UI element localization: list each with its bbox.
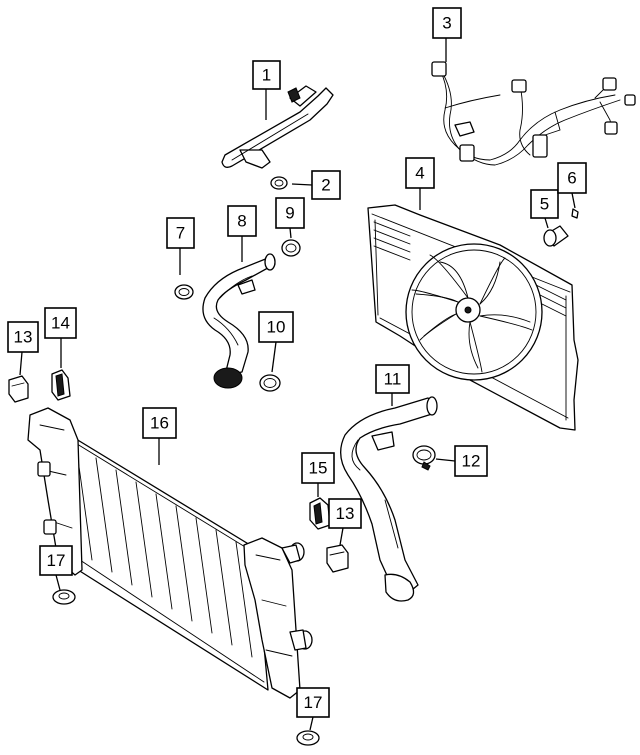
callout-label: 9 — [285, 204, 294, 223]
callout-9: 9 — [275, 197, 305, 229]
callout-label: 3 — [442, 14, 451, 33]
callout-5: 5 — [530, 189, 559, 219]
callout-17-left: 17 — [39, 545, 73, 576]
part-13-bracket-right — [326, 544, 349, 573]
part-17-grommet-right — [296, 730, 320, 746]
part-12-clamp — [412, 445, 436, 471]
part-11-coolant-hose — [340, 396, 438, 602]
callout-14: 14 — [44, 307, 77, 339]
callout-label: 2 — [321, 176, 330, 195]
callout-17-right: 17 — [296, 687, 330, 718]
callout-1: 1 — [252, 60, 281, 90]
callout-12: 12 — [454, 445, 488, 477]
callout-16: 16 — [142, 407, 177, 439]
callout-label: 6 — [567, 169, 576, 188]
callout-3: 3 — [432, 7, 462, 39]
part-2-clamp — [270, 176, 288, 190]
callout-label: 7 — [176, 224, 185, 243]
part-16-radiator — [27, 407, 313, 699]
part-17-grommet-left — [52, 589, 76, 605]
callout-label: 13 — [336, 504, 355, 523]
callout-label: 10 — [267, 318, 286, 337]
callout-13-left: 13 — [7, 321, 39, 353]
callout-label: 14 — [51, 314, 70, 333]
callout-label: 15 — [309, 459, 328, 478]
callout-8: 8 — [227, 205, 257, 237]
callout-label: 1 — [262, 66, 271, 85]
leader-lines — [19, 38, 576, 731]
callout-label: 11 — [384, 370, 402, 389]
callout-label: 8 — [237, 212, 246, 231]
callout-label: 16 — [150, 414, 169, 433]
callout-6: 6 — [557, 162, 587, 194]
callout-2: 2 — [311, 170, 341, 200]
callout-13-right: 13 — [328, 498, 362, 529]
part-4-fan-shroud — [367, 204, 579, 431]
callout-label: 5 — [540, 195, 549, 214]
part-7-clamp — [174, 284, 194, 300]
part-1-upper-hose — [221, 85, 334, 169]
part-13-bracket-left — [8, 375, 29, 403]
callout-label: 13 — [14, 328, 33, 347]
part-5-resistor — [543, 225, 569, 247]
callout-7: 7 — [166, 217, 195, 249]
part-3-wiring-harness — [431, 61, 636, 166]
part-6-screw — [571, 208, 579, 219]
callout-label: 17 — [47, 551, 66, 570]
part-14-bracket — [51, 369, 71, 401]
callout-label: 17 — [304, 693, 323, 712]
callout-10: 10 — [258, 311, 294, 343]
callout-11: 11 — [375, 364, 410, 394]
callout-label: 4 — [415, 164, 424, 183]
part-10-clamp — [259, 374, 281, 392]
callout-label: 12 — [462, 452, 481, 471]
part-9-clamp — [281, 239, 301, 257]
part-8-lower-hose — [202, 253, 276, 389]
part-15-bracket — [309, 497, 331, 530]
callout-4: 4 — [405, 157, 435, 189]
callout-15: 15 — [301, 452, 335, 484]
